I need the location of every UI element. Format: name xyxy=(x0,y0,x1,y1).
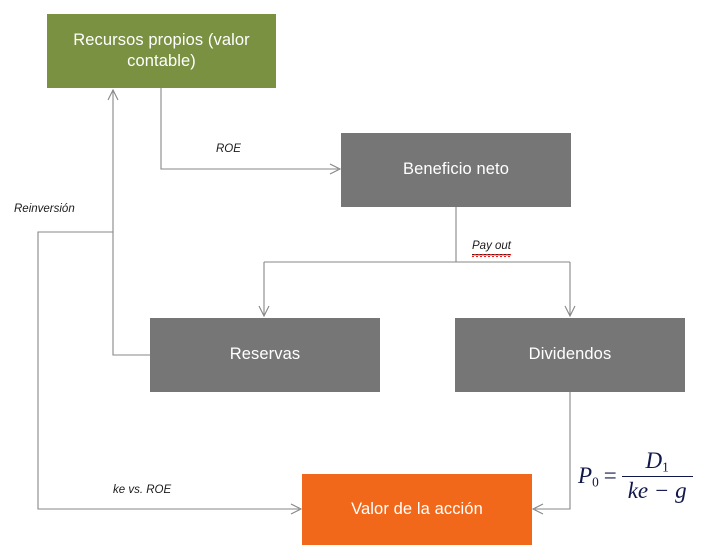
formula-numerator-symbol: D xyxy=(645,448,663,473)
node-dividendos-label: Dividendos xyxy=(528,345,612,364)
edge-dividendos-to-valor xyxy=(535,392,571,510)
arrowhead-into-valor-right xyxy=(531,503,544,515)
edge-label-ke-vs-roe: ke vs. ROE xyxy=(113,484,172,496)
node-reservas[interactable]: Reservas xyxy=(150,318,380,392)
node-valor-de-la-accion[interactable]: Valor de la acción xyxy=(302,474,532,545)
edge-label-payout-text: Pay out xyxy=(472,240,511,257)
node-beneficio-neto-label: Beneficio neto xyxy=(403,160,509,179)
node-recursos-propios-label: Recursos propios (valor contable) xyxy=(73,30,250,70)
arrowhead-into-recursos xyxy=(107,88,119,101)
arrowhead-into-valor-left xyxy=(290,503,303,515)
edge-label-reinversion: Reinversión xyxy=(14,203,75,215)
node-recursos-propios[interactable]: Recursos propios (valor contable) xyxy=(47,14,276,88)
formula-lhs-symbol: P xyxy=(578,462,593,488)
edge-label-payout: Pay out xyxy=(472,240,511,257)
formula-lhs: P0 xyxy=(578,463,599,490)
formula-denominator: ke − g xyxy=(621,476,693,504)
edge-label-roe: ROE xyxy=(216,143,241,155)
formula-numerator: D1 xyxy=(640,448,675,476)
edge-reservas-to-valor xyxy=(37,231,299,510)
node-dividendos[interactable]: Dividendos xyxy=(455,318,685,392)
arrowhead-into-reservas xyxy=(258,305,270,318)
formula-lhs-subscript: 0 xyxy=(592,473,599,489)
gordon-growth-formula: P0 = D1 ke − g xyxy=(578,448,693,504)
arrowhead-into-beneficio xyxy=(329,163,342,175)
node-beneficio-neto[interactable]: Beneficio neto xyxy=(341,133,571,207)
formula-equals: = xyxy=(603,463,617,489)
formula-numerator-subscript: 1 xyxy=(662,459,669,475)
formula-fraction: D1 ke − g xyxy=(621,448,693,504)
edge-recursos-to-beneficio xyxy=(160,88,338,170)
arrowhead-into-dividendos xyxy=(564,305,576,318)
edge-reservas-to-recursos xyxy=(112,91,150,356)
node-valor-de-la-accion-label: Valor de la acción xyxy=(351,499,483,518)
node-reservas-label: Reservas xyxy=(229,345,301,364)
